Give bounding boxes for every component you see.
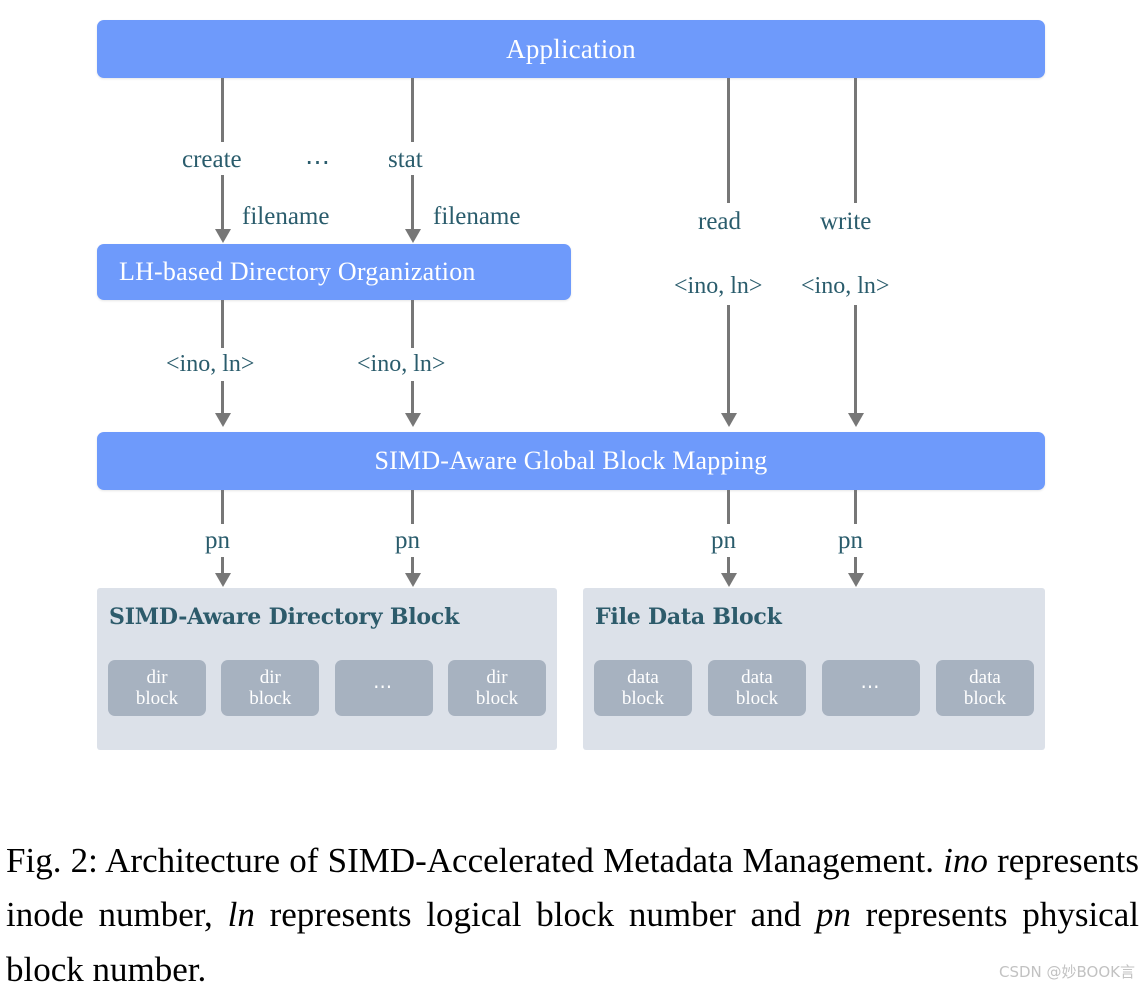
edge-label-ino-ln-write: <ino, ln> — [801, 273, 890, 299]
arrow-line-read-upper — [727, 78, 730, 203]
list-item-ellipsis: ⋯ — [334, 660, 433, 716]
block-line-2: block — [735, 688, 779, 709]
watermark: CSDN @妙BOOK言 — [998, 963, 1135, 981]
layer-lh-directory-organization-label: LH-based Directory Organization — [119, 257, 476, 286]
arrow-head-pn1 — [215, 573, 231, 587]
edge-label-pn-4: pn — [838, 527, 863, 554]
panel-title-directory-block: SIMD-Aware Directory Block — [109, 604, 460, 630]
edge-label-create: create — [182, 146, 242, 173]
arrow-line-inoln2-upper — [411, 300, 414, 348]
block-line-2: block — [621, 688, 665, 709]
arrow-line-pn3-lower — [727, 557, 730, 575]
edge-label-pn-3: pn — [711, 527, 736, 554]
arrow-line-write-upper — [854, 78, 857, 203]
caption-term-pn: pn — [815, 895, 851, 935]
arrow-line-inoln2-lower — [411, 381, 414, 415]
block-line-1: data — [627, 666, 659, 688]
arrow-head-write — [848, 413, 864, 427]
arrow-line-pn4-upper — [854, 490, 857, 524]
caption-mid-2: represents logical block number and — [254, 895, 816, 935]
directory-block-list: dir block dir block ⋯ dir block — [108, 660, 546, 716]
list-item[interactable]: dir block — [447, 660, 546, 716]
list-item-ellipsis: ⋯ — [822, 660, 920, 716]
edge-label-ops-ellipsis: ⋯ — [305, 149, 332, 176]
arrow-line-stat-upper — [411, 78, 414, 142]
arrow-head-stat — [405, 229, 421, 243]
data-block-list: data block data block ⋯ data block — [594, 660, 1034, 716]
block-line-1: dir — [486, 666, 508, 688]
arrow-line-pn3-upper — [727, 490, 730, 524]
arrow-line-pn2-upper — [411, 490, 414, 524]
figure-caption: Fig. 2: Architecture of SIMD-Accelerated… — [6, 834, 1139, 996]
arrow-line-read-lower — [727, 305, 730, 415]
edge-label-read: read — [698, 208, 742, 235]
arrow-line-create-lower — [221, 175, 224, 231]
panel-file-data-block[interactable]: File Data Block data block data block ⋯ … — [583, 588, 1045, 750]
list-item[interactable]: data block — [936, 660, 1034, 716]
arrow-line-pn1-lower — [221, 557, 224, 575]
list-item[interactable]: dir block — [108, 660, 206, 716]
edge-label-filename-create: filename — [242, 203, 330, 230]
arrow-head-inoln1 — [215, 413, 231, 427]
block-line-2: block — [135, 688, 179, 709]
list-item[interactable]: data block — [594, 660, 692, 716]
edge-label-pn-1: pn — [205, 527, 230, 554]
layer-lh-directory-organization[interactable]: LH-based Directory Organization — [97, 244, 571, 300]
arrow-line-pn2-lower — [411, 557, 414, 575]
caption-term-ino: ino — [943, 841, 988, 880]
edge-label-pn-2: pn — [395, 527, 420, 554]
block-line-1: dir — [146, 666, 168, 688]
list-item[interactable]: dir block — [221, 660, 320, 716]
arrow-line-stat-lower — [411, 175, 414, 231]
block-line-2: block — [963, 688, 1007, 709]
block-line-1: data — [741, 666, 773, 688]
edge-label-stat: stat — [388, 146, 423, 173]
caption-prefix: Fig. 2: Architecture of SIMD-Accelerated… — [6, 841, 944, 880]
block-line-2: block — [249, 688, 292, 709]
block-line-1: dir — [259, 666, 281, 688]
caption-mid-1: represents inode number, — [6, 841, 1139, 935]
arrow-head-pn4 — [848, 573, 864, 587]
block-line-1: data — [969, 666, 1001, 688]
list-item[interactable]: data block — [708, 660, 806, 716]
layer-simd-global-block-mapping[interactable]: SIMD-Aware Global Block Mapping — [97, 432, 1045, 490]
edge-label-ino-ln-read: <ino, ln> — [674, 273, 763, 299]
arrow-head-inoln2 — [405, 413, 421, 427]
arrow-line-create-upper — [221, 78, 224, 142]
caption-suffix: represents physical block number. — [6, 895, 1139, 989]
panel-simd-aware-directory-block[interactable]: SIMD-Aware Directory Block dir block dir… — [97, 588, 557, 750]
arrow-line-pn4-lower — [854, 557, 857, 575]
edge-label-ino-ln-stat: <ino, ln> — [357, 351, 446, 377]
caption-term-ln: ln — [227, 895, 255, 935]
block-ellipsis-icon: ⋯ — [373, 677, 395, 699]
panel-title-file-data-block: File Data Block — [595, 604, 782, 630]
arrow-head-read — [721, 413, 737, 427]
arrow-head-pn2 — [405, 573, 421, 587]
layer-application[interactable]: Application — [97, 20, 1045, 78]
block-ellipsis-icon: ⋯ — [860, 677, 882, 699]
edge-label-write: write — [820, 208, 872, 235]
arrow-line-inoln1-lower — [221, 381, 224, 415]
block-line-2: block — [475, 688, 519, 709]
layer-application-label: Application — [506, 33, 636, 64]
edge-label-ino-ln-create: <ino, ln> — [166, 351, 255, 377]
arrow-line-write-lower — [854, 305, 857, 415]
arrow-head-pn3 — [721, 573, 737, 587]
arrow-head-create — [215, 229, 231, 243]
arrow-line-pn1-upper — [221, 490, 224, 524]
arrow-line-inoln1-upper — [221, 300, 224, 348]
edge-label-filename-stat: filename — [433, 203, 521, 230]
layer-simd-global-block-mapping-label: SIMD-Aware Global Block Mapping — [374, 446, 768, 475]
